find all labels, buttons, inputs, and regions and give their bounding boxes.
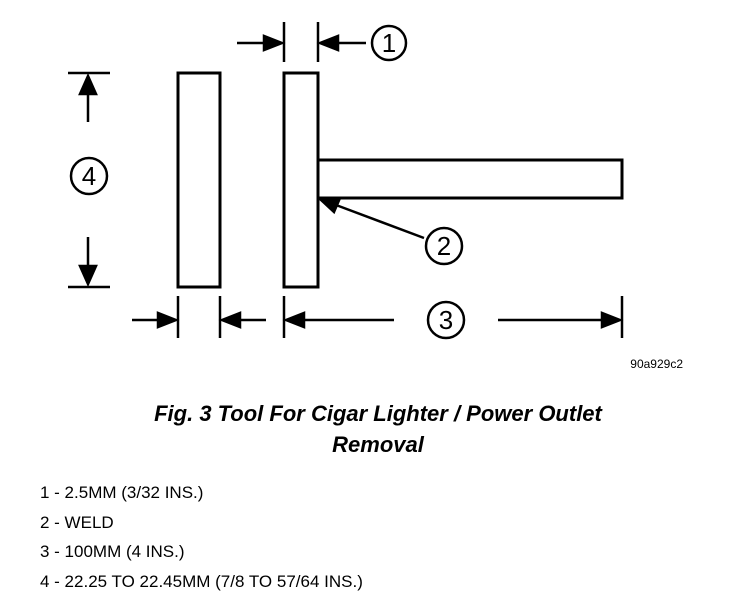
figure-caption: Fig. 3 Tool For Cigar Lighter / Power Ou… [0, 398, 736, 460]
legend: 1 - 2.5MM (3/32 INS.) 2 - WELD 3 - 100MM… [40, 478, 363, 596]
weld-leader [316, 196, 425, 240]
left-plate [176, 71, 222, 289]
dimension-4 [68, 71, 110, 289]
callout-4: 4 [69, 156, 109, 196]
legend-item: 4 - 22.25 TO 22.45MM (7/8 TO 57/64 INS.) [40, 571, 363, 591]
dimension-3 [132, 296, 624, 338]
figure-id: 90a929c2 [630, 357, 683, 371]
dimension-1 [237, 22, 366, 62]
callout-2: 2 [424, 226, 464, 266]
callout-1: 1 [370, 24, 408, 62]
legend-item: 2 - WELD [40, 512, 114, 532]
legend-item: 1 - 2.5MM (3/32 INS.) [40, 483, 204, 502]
svg-text:1: 1 [382, 28, 396, 58]
tool-diagram: 1 4 2 3 90a929c2 [68, 22, 683, 371]
legend-item: 3 - 100MM (4 INS.) [40, 542, 185, 561]
callout-3: 3 [426, 300, 466, 340]
svg-text:3: 3 [439, 305, 453, 335]
right-plate [282, 71, 320, 289]
caption-line-2: Removal [332, 432, 424, 457]
svg-text:4: 4 [82, 161, 96, 191]
handle-bar [316, 158, 624, 200]
svg-text:2: 2 [437, 231, 451, 261]
caption-line-1: Fig. 3 Tool For Cigar Lighter / Power Ou… [154, 401, 602, 426]
